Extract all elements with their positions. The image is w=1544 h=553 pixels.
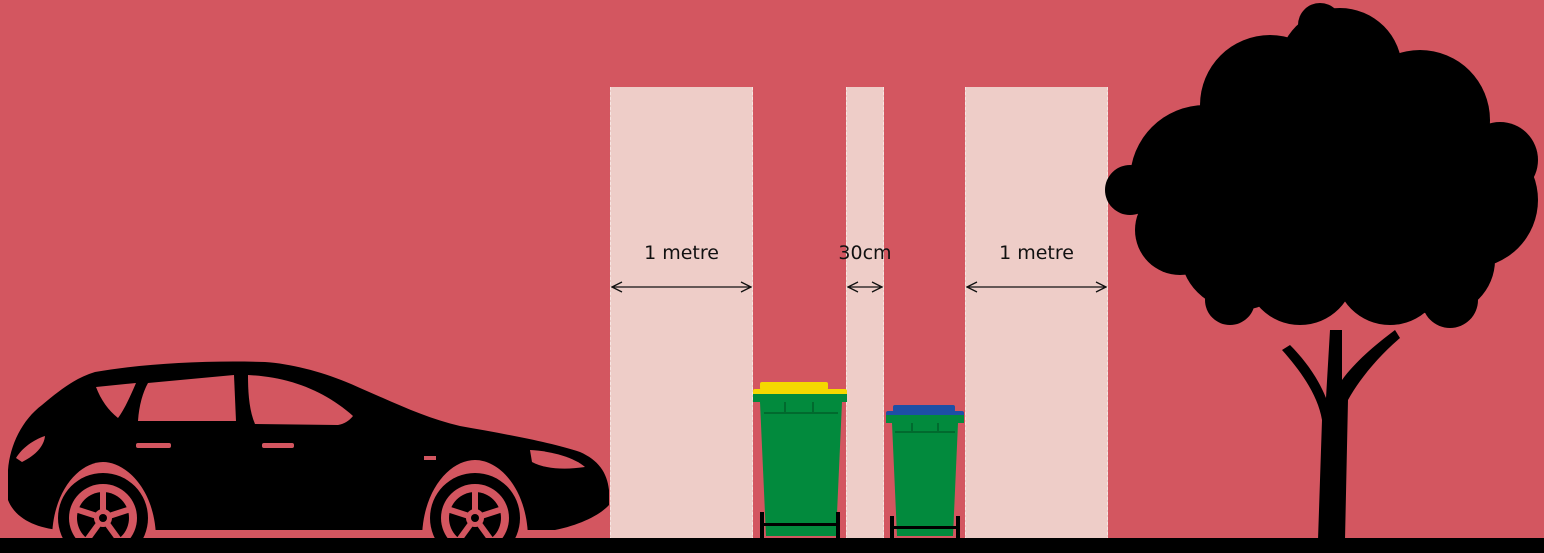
car-icon <box>8 361 609 553</box>
general-waste-bin-icon <box>886 405 964 538</box>
right-gap-label: 1 metre <box>965 242 1108 264</box>
middle-gap-label: 30cm <box>825 242 905 264</box>
ground-line <box>0 538 1544 553</box>
recycling-bin-icon <box>753 382 847 538</box>
tree-icon <box>1105 3 1538 540</box>
left-gap-label: 1 metre <box>610 242 753 264</box>
